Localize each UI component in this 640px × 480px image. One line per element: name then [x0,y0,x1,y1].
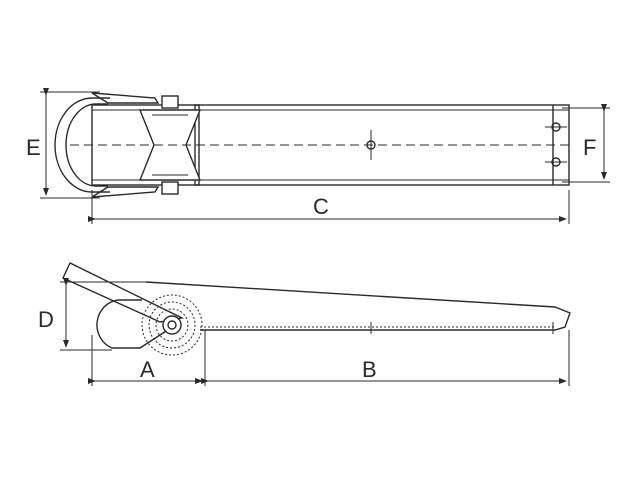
dimension-e: E [26,88,100,199]
dimension-label-a: A [140,357,155,382]
side-view-bar [145,281,571,331]
dimension-label-c: C [313,194,329,219]
axle-bolt-top [161,95,179,109]
dimension-a: A [88,330,206,386]
dimension-label-d: D [38,307,54,332]
dimension-c: C [88,190,570,224]
side-view-axle [162,315,182,335]
dimension-label-b: B [362,357,377,382]
top-view: E F C [26,88,610,224]
dimension-f: F [562,104,610,183]
dimension-label-f: F [583,135,596,160]
dimension-b: B [201,330,570,386]
side-view-cheek-plate [96,299,181,349]
axle-bolt-bottom [161,181,179,195]
side-view: D A B [38,262,571,386]
dimension-label-e: E [26,135,41,160]
dimension-d: D [38,278,150,351]
side-view-roller [141,294,203,356]
top-view-nose [54,97,110,193]
side-view-lever-arm [62,262,185,323]
